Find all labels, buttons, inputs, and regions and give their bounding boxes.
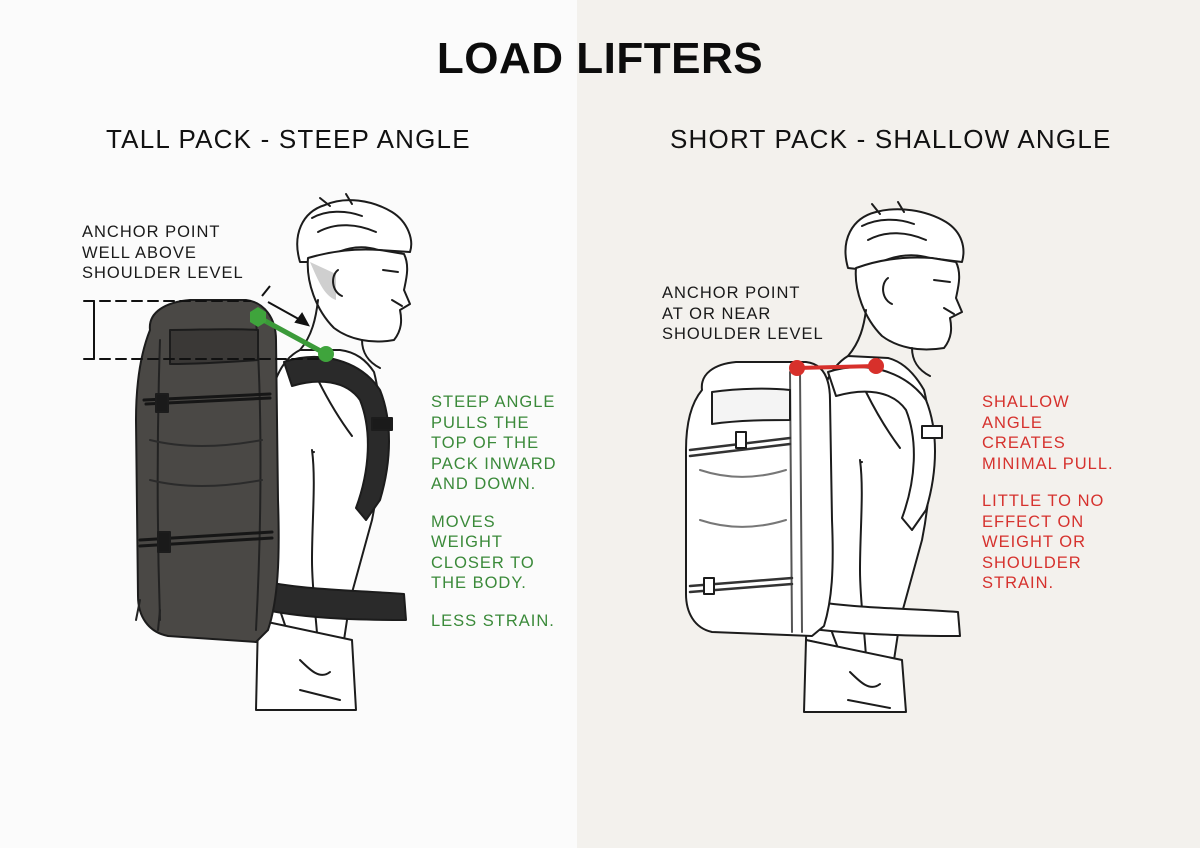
left-anchor-note: ANCHOR POINT WELL ABOVE SHOULDER LEVEL — [82, 223, 244, 282]
pull-direction-arrow-icon — [261, 285, 310, 327]
left-heading: TALL PACK - STEEP ANGLE — [106, 124, 471, 154]
right-effect-note: SHALLOW ANGLE CREATES MINIMAL PULL. LITT… — [982, 393, 1114, 592]
right-heading: SHORT PACK - SHALLOW ANGLE — [670, 124, 1112, 154]
load-lifter-strap-icon — [250, 307, 334, 362]
left-effect-note: STEEP ANGLE PULLS THE TOP OF THE PACK IN… — [431, 393, 557, 630]
hiker-with-tall-pack-illustration — [83, 193, 413, 711]
hiker-with-short-pack-illustration — [685, 201, 965, 713]
load-lifter-strap-icon — [789, 358, 884, 376]
right-anchor-note: ANCHOR POINT AT OR NEAR SHOULDER LEVEL — [662, 284, 824, 343]
page-title: LOAD LIFTERS — [436, 34, 764, 83]
